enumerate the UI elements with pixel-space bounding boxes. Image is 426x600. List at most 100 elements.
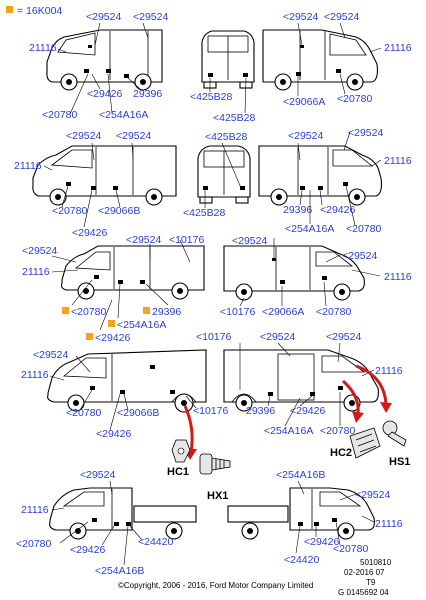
label-i6: <29426 (96, 428, 131, 440)
label-k5: <24420 (138, 536, 173, 548)
label-f6: <254A16A (285, 223, 334, 235)
orange-marker-4 (86, 333, 93, 340)
label-e2: <425B28 (183, 207, 225, 219)
label-j5: 29396 (246, 405, 275, 417)
label-f7: <20780 (346, 223, 381, 235)
label-a5: 29396 (133, 88, 162, 100)
label-g4: 21116 (22, 266, 50, 278)
label-g1: <29524 (22, 245, 57, 257)
label-a1: <29524 (86, 11, 121, 23)
label-k4: <29426 (70, 544, 105, 556)
label-b1: <425B28 (190, 91, 232, 103)
van-high-roof-right-view (262, 29, 378, 91)
van-extended-left-view (47, 349, 207, 413)
chassis-cab-left-view (49, 487, 197, 540)
label-h3: 21116 (384, 271, 412, 283)
label-f1: <29524 (288, 130, 323, 142)
callout-hx1: HX1 (207, 490, 228, 502)
label-j6: <29426 (290, 405, 325, 417)
label-l4: <24420 (284, 554, 319, 566)
label-b2: <425B28 (213, 112, 255, 124)
label-g7: <254A16A (117, 319, 166, 331)
label-f3: 21116 (384, 155, 412, 167)
footer-ref2: 02-2016 07 (344, 568, 385, 577)
label-d2: <29524 (116, 130, 151, 142)
label-d4: <20780 (52, 205, 87, 217)
footer-ref4: G 0145692 04 (338, 588, 389, 597)
chassis-cab-right-view (227, 487, 375, 540)
label-a7: <254A16A (99, 109, 148, 121)
label-c2: <29524 (324, 11, 359, 23)
label-j2: <29524 (260, 331, 295, 343)
callout-hc1: HC1 (167, 466, 189, 478)
label-j8: <20780 (320, 425, 355, 437)
legend-text: = 16K004 (17, 5, 62, 17)
van-long-right-view (223, 245, 365, 301)
van-rear-view-2 (197, 145, 251, 204)
screw-hs1-icon (382, 420, 407, 447)
screw-hx1-icon (199, 453, 231, 475)
label-f2: <29524 (348, 127, 383, 139)
label-a4: <29426 (87, 88, 122, 100)
label-h1: <29524 (232, 235, 267, 247)
label-a2: <29524 (133, 11, 168, 23)
label-i4: <29066B (117, 407, 159, 419)
label-c5: <20780 (337, 93, 372, 105)
van-rear-view-1 (201, 30, 255, 89)
label-j1: <10176 (196, 331, 231, 343)
orange-marker-1 (62, 307, 69, 314)
bracket-hc2-icon (349, 427, 381, 459)
label-l6: <20780 (333, 543, 368, 555)
footer-ref3: T9 (366, 578, 376, 587)
orange-marker-3 (108, 320, 115, 327)
label-d5: <29066B (98, 205, 140, 217)
label-j3: <29524 (326, 331, 361, 343)
label-i3: <20780 (66, 407, 101, 419)
clip-hc1-icon (171, 439, 191, 463)
footer-copyright: ©Copyright, 2006 - 2016, Ford Motor Comp… (118, 581, 313, 590)
label-k6: <254A16B (95, 565, 144, 577)
label-l1: <254A16B (276, 469, 325, 481)
label-l2: <29524 (355, 489, 390, 501)
label-i5: <10176 (193, 405, 228, 417)
label-d3: 21116 (14, 160, 42, 172)
label-g2: <29524 (126, 234, 161, 246)
label-a3: 21116 (29, 42, 57, 54)
van-extended-right-view (223, 349, 379, 412)
label-j4: 21116 (375, 365, 403, 377)
label-f5: <29426 (320, 204, 355, 216)
label-i1: <29524 (33, 349, 68, 361)
van-high-roof-left-view (46, 29, 163, 91)
label-d6: <29426 (72, 227, 107, 239)
label-h6: <20780 (316, 306, 351, 318)
label-j7: <254A16A (264, 425, 313, 437)
label-d1: <29524 (66, 130, 101, 142)
label-a6: <20780 (42, 109, 77, 121)
label-h5: <29066A (262, 306, 304, 318)
label-g6: 29396 (152, 306, 181, 318)
footer-ref1: 5010810 (360, 558, 392, 567)
van-long-left-view (60, 245, 205, 300)
label-k3: <20780 (16, 538, 51, 550)
label-c1: <29524 (283, 11, 318, 23)
callout-hs1: HS1 (389, 456, 410, 468)
van-medium-roof-right-view (258, 145, 382, 206)
label-i2: 21116 (21, 369, 49, 381)
label-c4: <29066A (283, 96, 325, 108)
label-g5: <20780 (71, 306, 106, 318)
label-k1: <29524 (80, 469, 115, 481)
orange-marker-2 (143, 307, 150, 314)
label-h4: <10176 (220, 306, 255, 318)
label-g8: <29426 (95, 332, 130, 344)
callout-hc2: HC2 (330, 447, 352, 459)
label-k2: 21116 (21, 504, 49, 516)
label-g3: <10176 (169, 234, 204, 246)
label-h2: <29524 (342, 250, 377, 262)
legend-swatch (6, 6, 13, 13)
label-l5: <29426 (304, 536, 339, 548)
label-e1: <425B28 (205, 131, 247, 143)
label-c3: 21116 (384, 42, 412, 54)
van-medium-roof-left-view (32, 145, 177, 206)
label-f4: 29396 (283, 204, 312, 216)
